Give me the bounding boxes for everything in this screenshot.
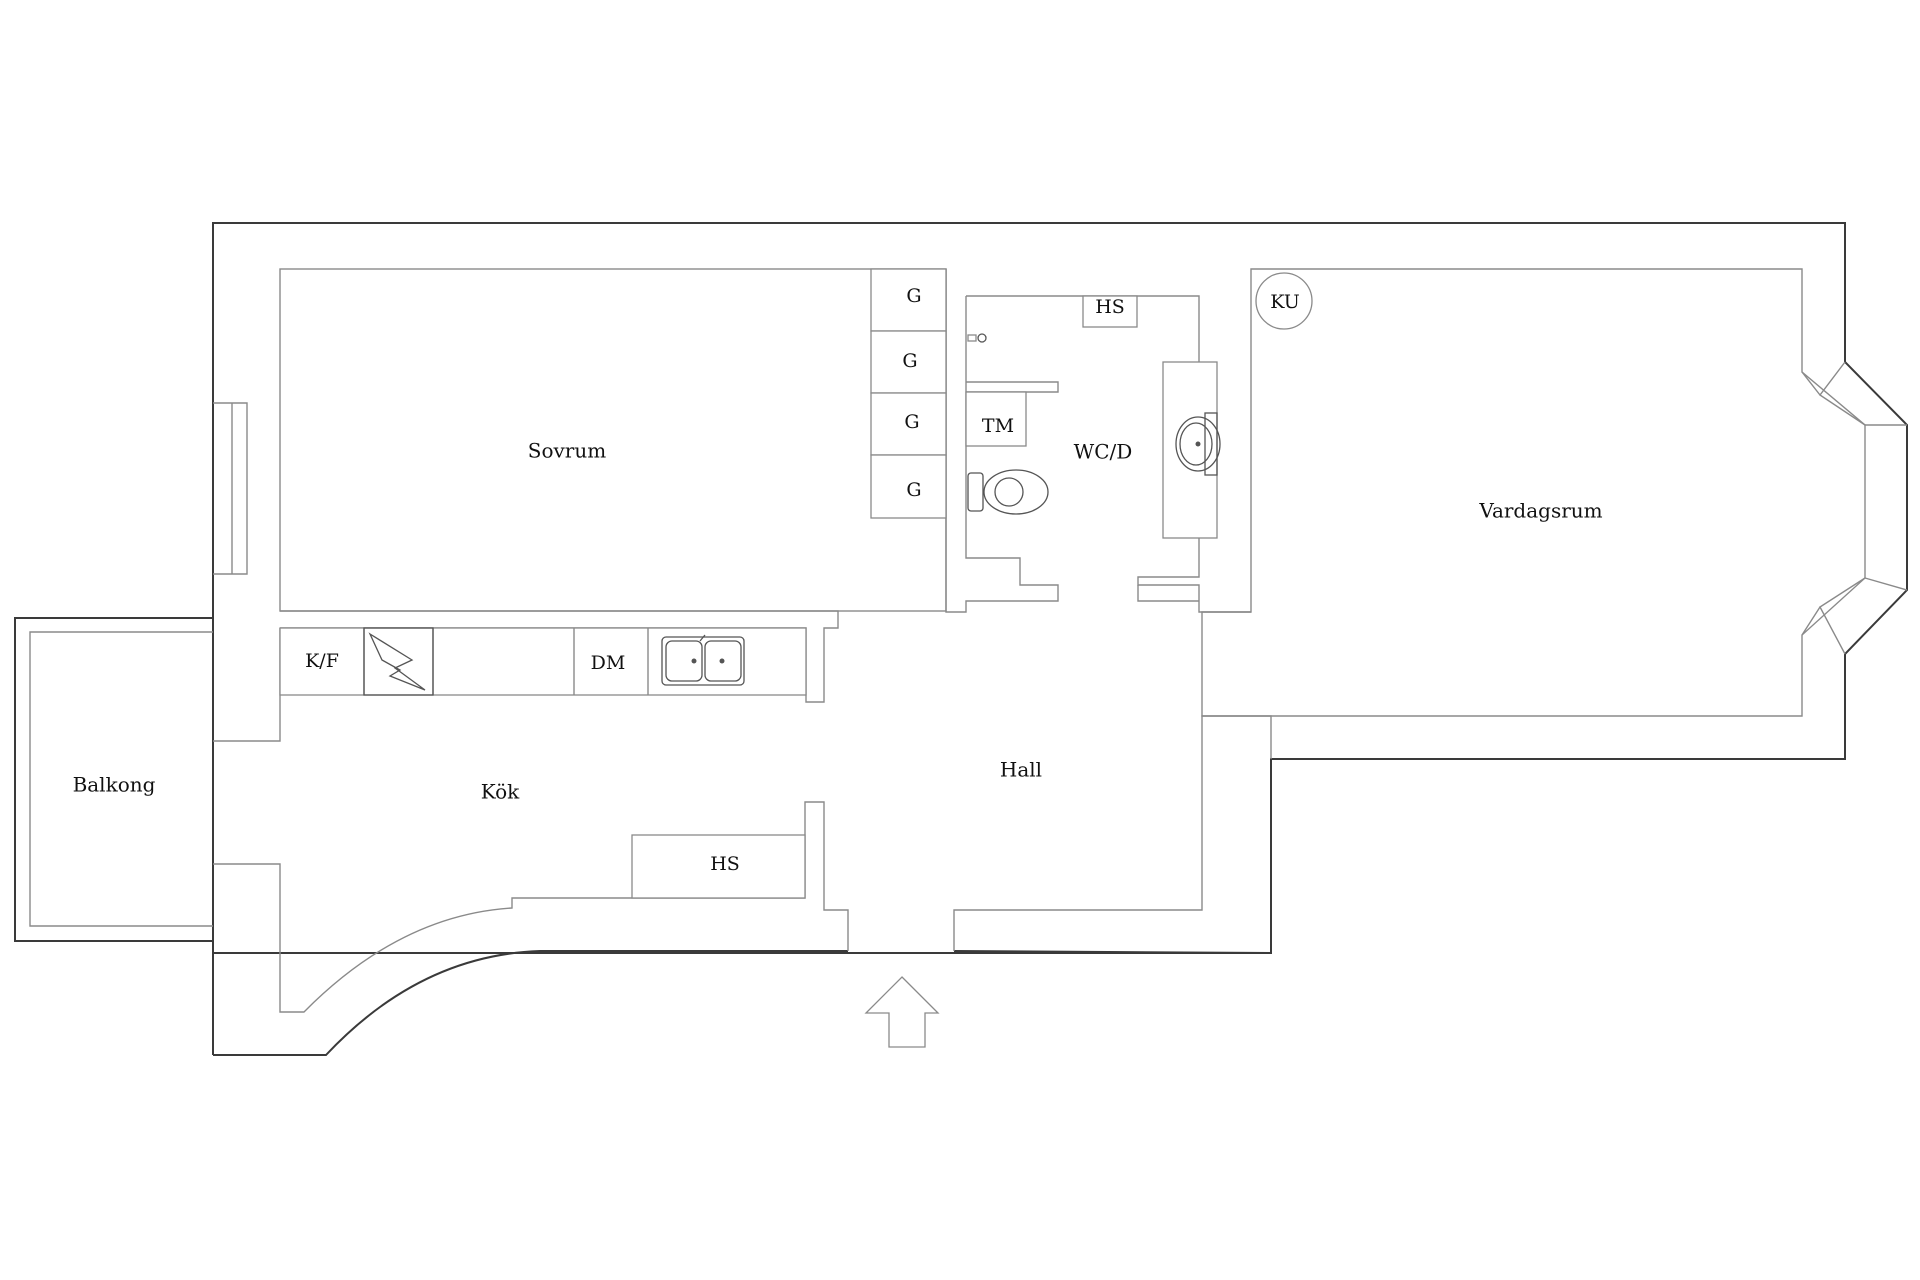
wardrobe-2 <box>870 330 947 394</box>
vanity-counter <box>1162 361 1218 539</box>
room-label-hall: Hall <box>1000 758 1042 782</box>
hall-storage <box>631 834 806 899</box>
wardrobe-1 <box>870 268 947 332</box>
sink-icon <box>1175 412 1221 476</box>
toilet-icon <box>967 469 1049 515</box>
balcony <box>14 617 213 942</box>
fixture-label-g1: G <box>906 285 921 307</box>
stove-icon <box>363 627 434 696</box>
wardrobes <box>870 268 947 519</box>
fixture-label-g2: G <box>902 350 917 372</box>
bathroom-fixtures <box>965 295 1221 539</box>
fixture-label-hs-hall: HS <box>710 853 740 875</box>
room-label-sovrum: Sovrum <box>528 439 606 463</box>
washing-machine <box>965 391 1027 447</box>
fixture-label-kf: K/F <box>305 650 339 672</box>
wardrobe-4 <box>870 454 947 519</box>
kitchen-counter <box>279 627 807 696</box>
tiled-stove <box>1255 272 1313 330</box>
fixture-label-g4: G <box>906 479 921 501</box>
fixture-label-tm: TM <box>982 415 1014 437</box>
room-label-balkong: Balkong <box>73 773 156 797</box>
wardrobe-3 <box>870 392 947 456</box>
fixture-label-dm: DM <box>591 652 626 674</box>
up-arrow-icon <box>864 976 940 1048</box>
room-label-vardagsrum: Vardagsrum <box>1478 499 1602 523</box>
bath-storage <box>1082 295 1138 328</box>
shower-head-icon <box>977 333 987 343</box>
room-label-kok: Kök <box>481 780 520 804</box>
fixture-label-ku: KU <box>1270 291 1300 313</box>
fixture-label-g3: G <box>904 411 919 433</box>
room-label-wcd: WC/D <box>1074 440 1133 464</box>
double-sink-icon <box>661 634 745 686</box>
fixture-label-hs-bath: HS <box>1095 296 1125 318</box>
